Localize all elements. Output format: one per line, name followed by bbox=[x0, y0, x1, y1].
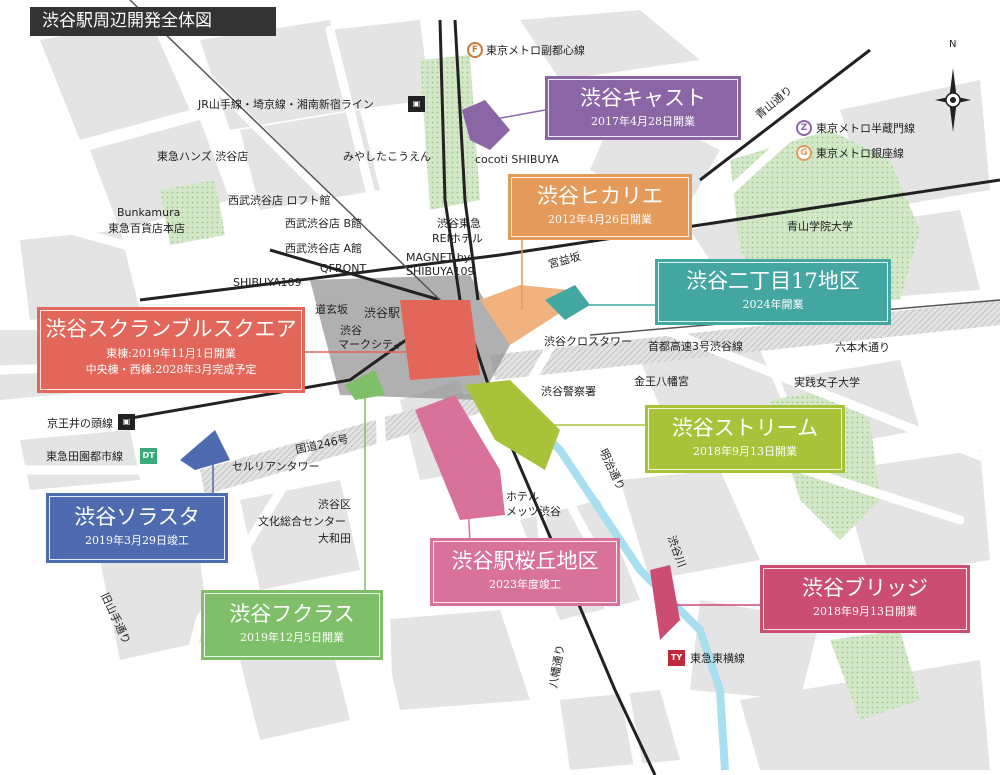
solasta-date: 2019年3月29日竣工 bbox=[85, 534, 189, 547]
bridge-box: 渋谷ブリッジ 2018年9月13日開業 bbox=[760, 565, 970, 633]
sakuragaoka-leader bbox=[464, 459, 471, 541]
aoyama-gakuin-label: 青山学院大学 bbox=[787, 220, 853, 233]
nichome-box: 渋谷二丁目17地区 2024年開業 bbox=[655, 259, 891, 325]
cast-date: 2017年4月28日開業 bbox=[591, 115, 695, 128]
compass-north-label: N bbox=[949, 39, 957, 50]
cast-name: 渋谷キャスト bbox=[580, 86, 706, 110]
mark-city-label-1: 渋谷 bbox=[340, 324, 362, 337]
scramble-date-1: 東棟:2019年11月1日開業 bbox=[106, 347, 236, 360]
nichome-name: 渋谷二丁目17地区 bbox=[686, 269, 860, 293]
bridge-name: 渋谷ブリッジ bbox=[802, 576, 928, 600]
ginza-badge-icon: G bbox=[796, 145, 812, 161]
tokyu-honten-label: 東急百貨店本店 bbox=[108, 222, 185, 235]
roppongi-dori-label: 六本木通り bbox=[835, 341, 890, 354]
jissen-label: 実践女子大学 bbox=[794, 376, 860, 389]
route246 bbox=[200, 390, 490, 495]
solasta-area bbox=[180, 430, 230, 470]
bridge-area bbox=[650, 565, 680, 640]
inokashira-train-icon: ▣ bbox=[118, 414, 135, 430]
stream-date: 2018年9月13日開業 bbox=[693, 445, 797, 458]
bridge-date: 2018年9月13日開業 bbox=[813, 605, 917, 618]
shibuya-river bbox=[497, 387, 729, 771]
jr-label: JR山手線・埼京線・湘南新宿ライン bbox=[198, 98, 374, 111]
sakuragaoka-area bbox=[415, 395, 505, 520]
seibu-loft-label: 西武渋谷店 ロフト館 bbox=[228, 194, 331, 207]
sakuragaoka-box: 渋谷駅桜丘地区 2023年度竣工 bbox=[430, 538, 620, 606]
toyoko-label: 東急東横線 bbox=[690, 652, 745, 665]
compass-icon bbox=[935, 68, 971, 132]
hikarie-date: 2012年4月26日開業 bbox=[548, 213, 652, 226]
scramble-name: 渋谷スクランブルスクエア bbox=[45, 317, 297, 341]
tokyu-hands-label: 東急ハンズ 渋谷店 bbox=[157, 150, 249, 163]
bunka-center-label-3: 大和田 bbox=[318, 532, 351, 545]
bunka-center-label-2: 文化総合センター bbox=[258, 515, 346, 528]
solasta-name: 渋谷ソラスタ bbox=[74, 505, 200, 529]
cocoti-label: cocoti SHIBUYA bbox=[475, 153, 559, 166]
jr-train-icon: ▣ bbox=[408, 96, 425, 112]
hanzomon-label: 東京メトロ半蔵門線 bbox=[816, 122, 915, 135]
scramble-area bbox=[400, 300, 480, 380]
fukuras-box: 渋谷フクラス 2019年12月5日開業 bbox=[201, 590, 383, 660]
qfront-label: QFRONT bbox=[320, 262, 367, 275]
dogenzaka-label: 道玄坂 bbox=[315, 303, 348, 316]
hikarie-box: 渋谷ヒカリエ 2012年4月26日開業 bbox=[508, 174, 692, 240]
hanzomon-badge-icon: Z bbox=[796, 120, 812, 136]
seibu-b-label: 西武渋谷店 B館 bbox=[285, 217, 363, 230]
toyoko-badge-icon: TY bbox=[668, 650, 685, 666]
denentoshi-label: 東急田園都市線 bbox=[46, 450, 123, 463]
scramble-box: 渋谷スクランブルスクエア 東棟:2019年11月1日開業 中央棟・西棟:2028… bbox=[37, 307, 305, 393]
nichome-date: 2024年開業 bbox=[742, 298, 804, 311]
fukuras-date: 2019年12月5日開業 bbox=[240, 631, 344, 644]
magnet-label-1: MAGNET by bbox=[406, 251, 471, 264]
hotel-metz-label-2: メッツ渋谷 bbox=[506, 505, 561, 518]
cast-box: 渋谷キャスト 2017年4月28日開業 bbox=[545, 76, 741, 140]
bunka-center-label-1: 渋谷区 bbox=[318, 498, 351, 511]
fukutoshin-badge-icon: F bbox=[467, 42, 483, 58]
cast-area bbox=[462, 100, 510, 150]
seibu-a-label: 西武渋谷店 A館 bbox=[285, 242, 363, 255]
sakuragaoka-name: 渋谷駅桜丘地区 bbox=[451, 549, 599, 573]
konno-hachimangu-label: 金王八幡宮 bbox=[634, 375, 689, 388]
cross-tower-label: 渋谷クロスタワー bbox=[544, 335, 632, 348]
police-label: 渋谷警察署 bbox=[541, 385, 596, 398]
map-title: 渋谷駅周辺開発全体図 bbox=[30, 7, 276, 36]
stream-name: 渋谷ストリーム bbox=[671, 416, 819, 440]
hikarie-name: 渋谷ヒカリエ bbox=[537, 184, 663, 208]
mark-city-label-2: マークシティ bbox=[338, 338, 404, 351]
shuto3-label: 首都高速3号渋谷線 bbox=[648, 340, 743, 353]
fukuras-name: 渋谷フクラス bbox=[229, 602, 355, 626]
rei-hotel-label: REIホテル bbox=[432, 232, 483, 245]
solasta-box: 渋谷ソラスタ 2019年3月29日竣工 bbox=[46, 493, 228, 563]
tokyu-rei-label: 渋谷東急 bbox=[437, 217, 481, 230]
nichome-area bbox=[545, 285, 590, 320]
hotel-metz-label-1: ホテル bbox=[506, 490, 539, 503]
scramble-date-2: 中央棟・西棟:2028年3月完成予定 bbox=[85, 363, 257, 376]
miyashita-label: みやしたこうえん bbox=[343, 150, 431, 163]
stream-box: 渋谷ストリーム 2018年9月13日開業 bbox=[645, 405, 845, 473]
sakuragaoka-date: 2023年度竣工 bbox=[489, 578, 561, 591]
shibuya109-label: SHIBUYA109 bbox=[233, 276, 302, 289]
magnet-label-2: SHIBUYA109 bbox=[406, 265, 475, 278]
cerulean-label: セルリアンタワー bbox=[232, 460, 320, 473]
cast-leader bbox=[489, 109, 546, 121]
bunkamura-label: Bunkamura bbox=[117, 206, 181, 219]
fukutoshin-label: 東京メトロ副都心線 bbox=[486, 44, 585, 57]
ginza-label: 東京メトロ銀座線 bbox=[816, 147, 904, 160]
inokashira-label: 京王井の頭線 bbox=[47, 417, 113, 430]
denentoshi-badge-icon: DT bbox=[140, 448, 157, 464]
shibuya-station-label: 渋谷駅 bbox=[364, 306, 401, 320]
